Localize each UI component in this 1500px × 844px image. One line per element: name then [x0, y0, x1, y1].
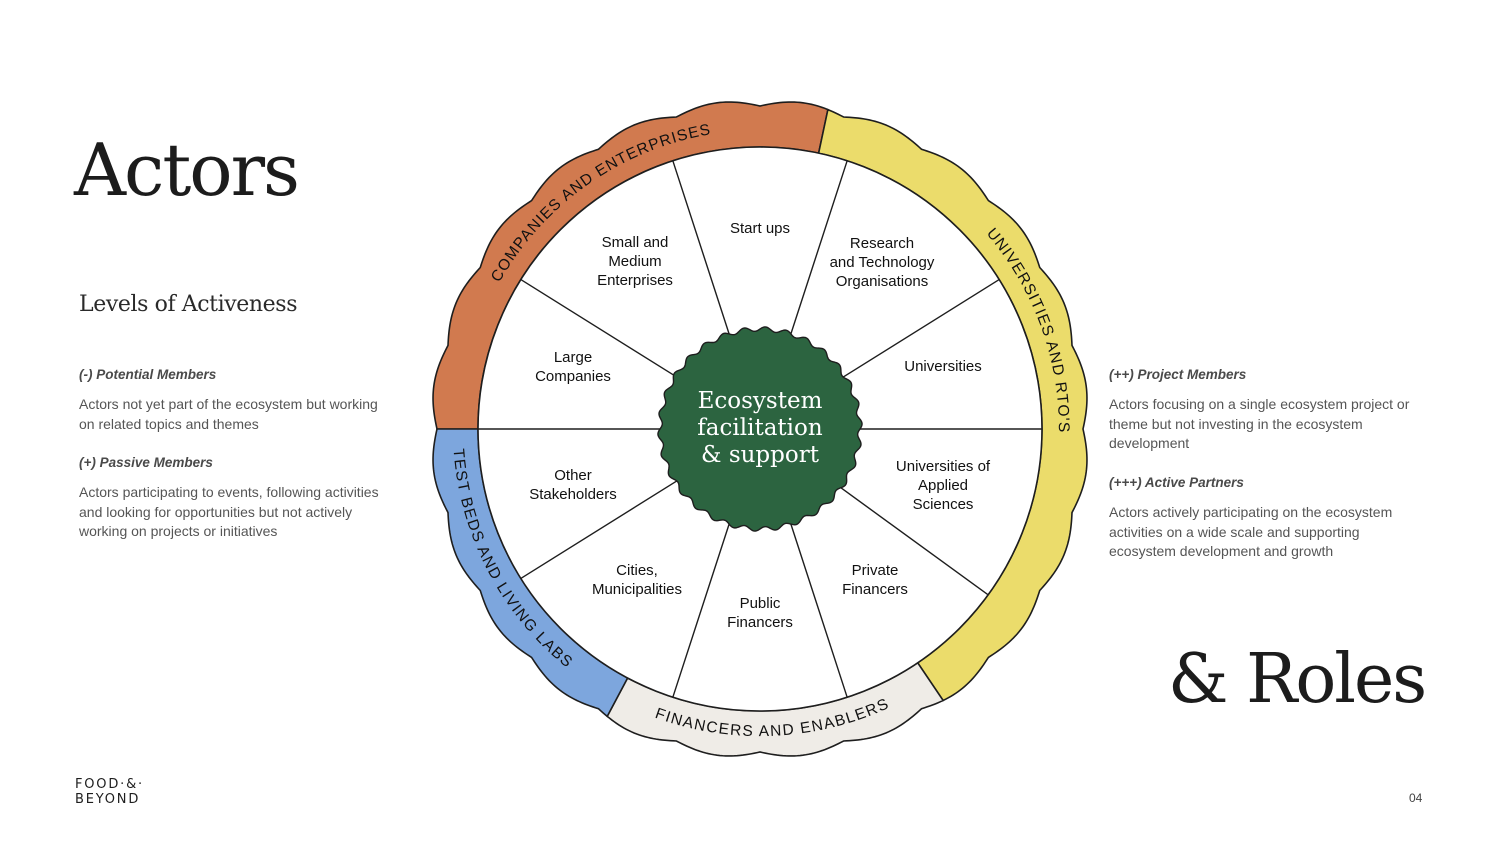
level-project-description: Actors focusing on a single ecosystem pr…: [1109, 396, 1410, 451]
brand-logo: FOOD·&· BEYOND: [75, 777, 144, 807]
levels-heading: Levels of Activeness: [79, 292, 298, 317]
spoke-line: [836, 484, 989, 596]
spoke-line: [672, 519, 732, 698]
spoke-line: [788, 519, 848, 698]
sector-label: Cities,Municipalities: [592, 562, 682, 598]
roles-title: & Roles: [1168, 640, 1427, 719]
spoke-line: [788, 160, 848, 339]
level-potential-label: (-) Potential Members: [79, 367, 217, 382]
level-active-description: Actors actively participating on the eco…: [1109, 504, 1393, 559]
sector-label: Universities: [904, 358, 982, 375]
page-number: 04: [1409, 791, 1423, 805]
spoke-line: [840, 278, 1000, 380]
sector-label: Start ups: [730, 220, 790, 237]
center-text-line: & support: [701, 442, 820, 468]
spoke-line: [672, 160, 732, 339]
spoke-line: [520, 278, 680, 380]
ring-segment-companies: [432, 101, 829, 430]
center-text-line: Ecosystem: [698, 388, 823, 414]
logo-line-1: FOOD·&·: [75, 777, 144, 792]
level-passive-label: (+) Passive Members: [79, 455, 213, 470]
center-badge: [657, 326, 863, 532]
logo-line-2: BEYOND: [75, 792, 141, 807]
center-text-line: facilitation: [697, 415, 823, 441]
level-passive-description: Actors participating to events, followin…: [79, 484, 379, 539]
level-active-label: (+++) Active Partners: [1109, 475, 1244, 490]
level-potential-description: Actors not yet part of the ecosystem but…: [79, 396, 378, 432]
level-project-label: (++) Project Members: [1109, 367, 1247, 382]
ring-segment-universities: [817, 108, 1088, 702]
page-title: Actors: [74, 128, 300, 212]
spoke-line: [520, 478, 680, 580]
